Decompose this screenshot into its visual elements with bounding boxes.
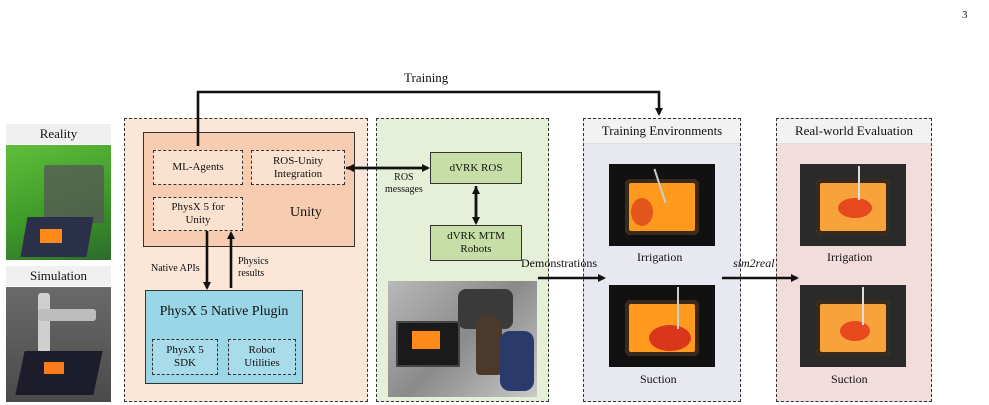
training-irrigation-label: Irrigation xyxy=(637,250,683,264)
real-irrigation-label: Irrigation xyxy=(827,250,873,264)
ml-agents-box: ML-Agents xyxy=(153,150,243,185)
training-label: Training xyxy=(404,70,449,85)
demonstrations-label: Demonstrations xyxy=(521,256,597,270)
dvrk-mtm-robots-box: dVRK MTM Robots xyxy=(430,225,522,261)
teleoperation-photo xyxy=(388,281,537,397)
ros-messages-label: ROS messages xyxy=(385,172,423,195)
ros-unity-integration-box: ROS-Unity Integration xyxy=(251,150,345,185)
real-suction-label: Suction xyxy=(831,372,868,386)
training-suction-label: Suction xyxy=(640,372,677,386)
training-environments-title: Training Environments xyxy=(601,123,723,138)
ros-unity-label: ROS-Unity Integration xyxy=(272,154,324,180)
unity-title: Unity xyxy=(290,205,322,220)
training-suction-image xyxy=(609,285,715,367)
simulation-label: Simulation xyxy=(6,266,111,286)
training-irrigation-image xyxy=(609,164,715,246)
tool-shaft xyxy=(677,287,679,329)
real-irrigation-image xyxy=(800,164,906,246)
simulation-render xyxy=(6,287,111,402)
robot-utilities-box: Robot Utilities xyxy=(228,339,296,375)
real-world-evaluation-title: Real-world Evaluation xyxy=(794,123,914,138)
panel-title-background xyxy=(777,119,931,144)
tool-shaft xyxy=(858,166,860,200)
physics-results-label: Physics results xyxy=(238,256,269,279)
dvrk-mtm-label: dVRK MTM Robots xyxy=(447,230,505,255)
real-suction-image xyxy=(800,285,906,367)
reality-photo xyxy=(6,145,111,260)
ml-agents-label: ML-Agents xyxy=(172,161,224,174)
physx-for-unity-box: PhysX 5 for Unity xyxy=(153,197,243,231)
dvrk-ros-label: dVRK ROS xyxy=(449,161,503,174)
native-apis-label: Native APIs xyxy=(151,263,200,274)
dvrk-ros-box: dVRK ROS xyxy=(430,152,522,184)
page-number: 3 xyxy=(962,9,968,21)
tool-shaft xyxy=(862,287,864,325)
reality-label: Reality xyxy=(6,124,111,144)
sim2real-label: sim2real xyxy=(733,256,775,270)
physx-sdk-label: PhysX 5 SDK xyxy=(166,344,204,369)
physx-native-plugin-title: PhysX 5 Native Plugin xyxy=(159,304,289,319)
robot-utilities-label: Robot Utilities xyxy=(244,344,280,369)
physx-for-unity-label: PhysX 5 for Unity xyxy=(171,201,225,226)
physx-sdk-box: PhysX 5 SDK xyxy=(152,339,218,375)
